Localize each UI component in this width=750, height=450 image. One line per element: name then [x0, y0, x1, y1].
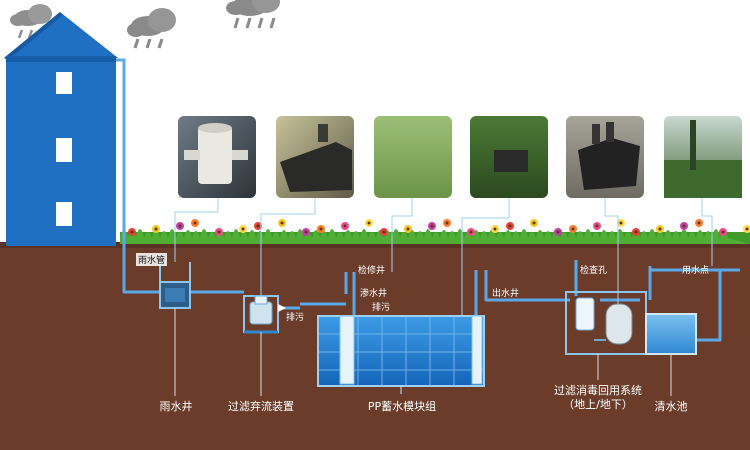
flower-center	[745, 227, 749, 231]
rain-downpipe	[116, 58, 126, 262]
flower-center	[595, 224, 599, 228]
photo-rainwater-well	[178, 116, 256, 198]
flower-center	[304, 230, 308, 234]
label-water-point: 用水点	[682, 266, 710, 276]
flower-center	[571, 227, 575, 231]
flower-center	[556, 230, 560, 234]
label-drain-2: 排污	[372, 303, 391, 313]
photo-outlet-well	[470, 116, 548, 198]
flower-center	[721, 230, 725, 234]
flower-center	[619, 221, 623, 225]
photo-leaders	[174, 198, 713, 316]
soil-edge	[0, 242, 750, 248]
rain-cloud-icon	[226, 0, 280, 29]
flower-center	[319, 227, 323, 231]
flower-center	[217, 230, 221, 234]
flower-center	[430, 224, 434, 228]
caption-rainwater-well: 雨水井	[159, 400, 193, 413]
grass-strip	[120, 229, 750, 244]
label-outlet-well: 出水井	[492, 289, 520, 299]
window	[56, 138, 72, 162]
flower-center	[493, 227, 497, 231]
label-drain-1: 排污	[286, 313, 305, 323]
flower-center	[634, 230, 638, 234]
flower-center	[130, 230, 134, 234]
label-seepage-well: 渗水井	[360, 289, 388, 299]
rain-cloud-icon	[10, 4, 52, 39]
caption-leaders	[174, 308, 672, 396]
caption-pp-module: PP蓄水模块组	[367, 400, 437, 413]
window	[56, 202, 72, 226]
flower-center	[256, 224, 260, 228]
rain-cloud-icon	[127, 8, 176, 49]
photo-water-point	[664, 116, 742, 198]
caption-clear-pool: 清水池	[654, 400, 688, 413]
flower-center	[658, 227, 662, 231]
flower-center	[532, 221, 536, 225]
label-inspection-well: 检修井	[358, 266, 386, 276]
flower-center	[178, 224, 182, 228]
pp-storage-module	[317, 315, 485, 387]
flower-center	[697, 221, 701, 225]
flower-center	[241, 227, 245, 231]
flowers	[128, 219, 750, 236]
flower-center	[469, 230, 473, 234]
flower-center	[682, 224, 686, 228]
flower-center	[367, 221, 371, 225]
arrow-right-icon	[278, 304, 286, 312]
flower-center	[508, 224, 512, 228]
label-rain-pipe: 雨水管	[136, 253, 168, 266]
flower-center	[343, 224, 347, 228]
caption-reuse-system-line1: 过滤消毒回用系统	[554, 384, 642, 397]
filtration-disinfection-system	[565, 291, 647, 355]
photo-filter-device	[276, 116, 354, 198]
flower-center	[193, 221, 197, 225]
photo-reuse-system	[566, 116, 644, 198]
flower-center	[445, 221, 449, 225]
caption-reuse-system-line2: （地上/地下）	[563, 398, 633, 411]
flower-center	[280, 221, 284, 225]
building	[4, 12, 118, 246]
window	[56, 72, 72, 94]
label-check-hole: 检查孔	[580, 266, 608, 276]
flower-center	[154, 227, 158, 231]
flower-center	[382, 230, 386, 234]
photo-pp-module	[374, 116, 452, 198]
clear-water-tank	[645, 313, 697, 355]
caption-filter-device: 过滤弃流装置	[228, 400, 294, 413]
flower-center	[406, 227, 410, 231]
